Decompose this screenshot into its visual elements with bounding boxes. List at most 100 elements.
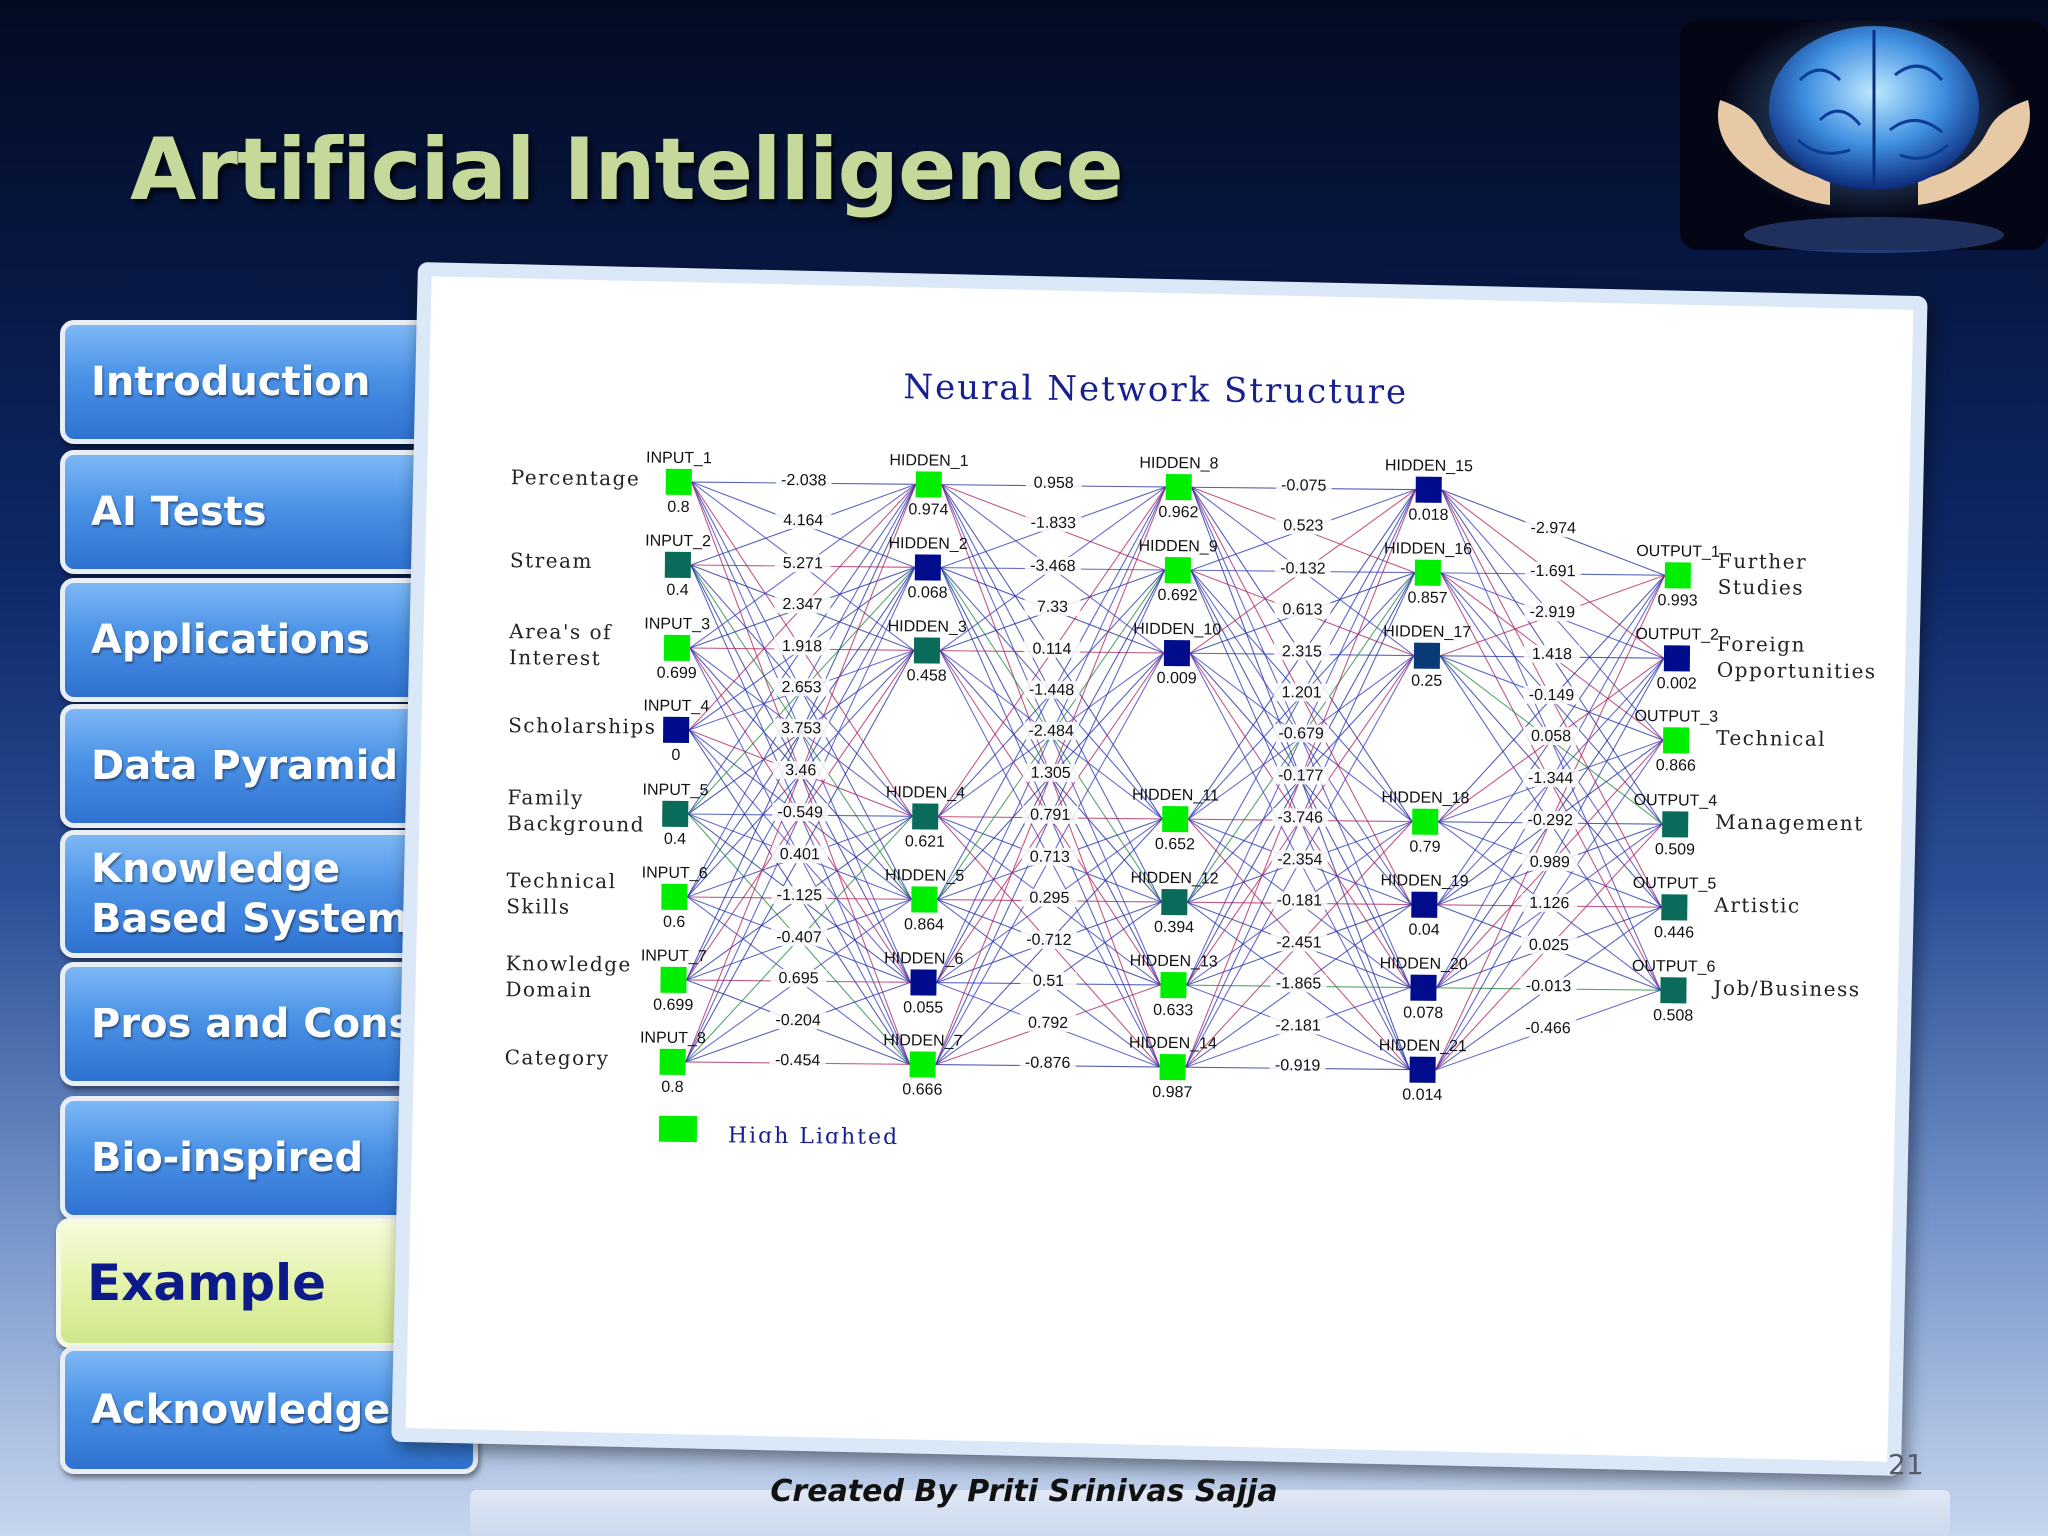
weight-label: 0.401 (780, 846, 820, 863)
input-label: Scholarships (508, 713, 657, 739)
weight-label: 0.058 (1531, 728, 1571, 745)
node-name: HIDDEN_2 (888, 535, 967, 553)
node-name: INPUT_6 (642, 865, 708, 883)
weight-label: -2.038 (781, 472, 827, 489)
nav-data-pyramid[interactable]: Data Pyramid (60, 704, 454, 828)
node-square (659, 1048, 686, 1075)
weight-label: 0.989 (1530, 854, 1570, 871)
node-value: 0.857 (1407, 590, 1447, 607)
weight-label-bg (773, 636, 831, 656)
weight-label: -1.865 (1276, 975, 1322, 992)
weight-label-bg (1521, 893, 1578, 913)
weight-label-bg (1275, 516, 1332, 535)
weight-label: -2.354 (1277, 851, 1323, 868)
output-label: Technical (1716, 726, 1826, 751)
node-value: 0 (671, 747, 680, 764)
output-label: Foreign (1717, 632, 1806, 657)
node-name: HIDDEN_5 (885, 867, 964, 885)
node-name: HIDDEN_13 (1130, 953, 1218, 971)
node-name: INPUT_7 (641, 948, 707, 966)
node-value: 0.974 (908, 501, 948, 518)
weight-label-bg (1274, 600, 1331, 619)
nav-ai-tests[interactable]: AI Tests (60, 450, 438, 574)
input-label: Family (507, 785, 584, 810)
input-label: Category (505, 1045, 610, 1070)
weight-label: 5.271 (783, 555, 823, 572)
node-value: 0.068 (907, 584, 947, 601)
weight-label-bg (773, 718, 830, 738)
node-square (1662, 727, 1690, 754)
nav-label: Bio-inspired (91, 1135, 364, 1181)
weight-label: -0.292 (1527, 812, 1573, 829)
node-square (915, 471, 942, 498)
weight-label-bg (1524, 561, 1581, 581)
weight-label-bg (1273, 683, 1330, 702)
node-square (1411, 891, 1438, 918)
weight-label-bg (1025, 473, 1082, 493)
nav-example[interactable]: Example (56, 1218, 456, 1348)
node-value: 0.699 (653, 997, 693, 1014)
node-square (1662, 811, 1689, 838)
weight-label-bg (1525, 518, 1582, 538)
weight-label-bg (1271, 850, 1328, 869)
output-label: Artistic (1713, 893, 1801, 918)
node-value: 0.014 (1402, 1086, 1442, 1103)
weight-label: 7.33 (1037, 599, 1068, 616)
node-name: OUTPUT_4 (1634, 792, 1718, 810)
node-value: 0.8 (667, 499, 690, 516)
weight-label: 0.114 (1032, 641, 1071, 658)
node-square (1164, 556, 1191, 584)
weight-label: -0.177 (1278, 767, 1324, 784)
node-value: 0.864 (904, 916, 944, 933)
node-value: 0.446 (1654, 924, 1694, 941)
node-value: 0.987 (1152, 1084, 1192, 1101)
node-value: 0.508 (1653, 1007, 1693, 1024)
weight-label-bg (1272, 808, 1329, 827)
weight-label: -0.454 (775, 1052, 821, 1069)
node-square (1660, 977, 1687, 1004)
node-value: 0.993 (1657, 592, 1697, 609)
input-label: Domain (505, 977, 592, 1002)
nav-label: Data Pyramid (91, 743, 399, 789)
node-name: INPUT_3 (644, 616, 710, 634)
weight-label: -0.204 (775, 1012, 821, 1029)
node-square (1410, 974, 1437, 1001)
node-square (1415, 476, 1442, 503)
weight-label: -3.468 (1030, 558, 1076, 575)
nav-introduction[interactable]: Introduction (60, 320, 430, 444)
output-label: Further (1718, 549, 1807, 574)
node-square (1161, 888, 1188, 916)
node-name: HIDDEN_21 (1379, 1037, 1467, 1055)
node-value: 0.621 (905, 833, 945, 850)
nav-applications[interactable]: Applications (60, 578, 446, 702)
node-square (663, 716, 690, 744)
node-name: OUTPUT_3 (1634, 708, 1718, 726)
nav-label: Knowledge Based Systems (91, 846, 433, 942)
weight-label-bg (770, 1010, 827, 1030)
weight-label: -0.919 (1275, 1057, 1321, 1074)
weight-label-bg (1020, 971, 1077, 991)
weight-label-bg (770, 968, 827, 988)
node-square (912, 803, 939, 830)
node-square (913, 637, 941, 664)
weight-label: -1.448 (1029, 682, 1075, 699)
weight-label: -0.407 (776, 929, 822, 946)
weight-label: -0.466 (1525, 1020, 1571, 1037)
weight-label-bg (1022, 763, 1079, 783)
nav-bio-inspired[interactable]: Bio-inspired (60, 1096, 448, 1220)
node-square (1409, 1056, 1436, 1083)
weight-label: 4.164 (783, 512, 823, 529)
weight-label: -2.484 (1028, 723, 1074, 740)
node-square (1163, 639, 1191, 667)
node-value: 0.692 (1157, 587, 1197, 604)
weight-label-bg (1519, 1018, 1577, 1038)
node-square (660, 966, 687, 993)
neural-network-diagram: Neural Network Structure -2.038 4.164 5.271… (505, 367, 1877, 1155)
node-value: 0.04 (1408, 922, 1439, 939)
node-square (1162, 805, 1189, 833)
nav-label: Pros and Cons (91, 1001, 413, 1047)
weight-label: -1.344 (1528, 770, 1574, 787)
diagram-title: Neural Network Structure (903, 367, 1408, 412)
node-name: INPUT_1 (646, 450, 712, 468)
weight-label-bg (1020, 930, 1078, 950)
